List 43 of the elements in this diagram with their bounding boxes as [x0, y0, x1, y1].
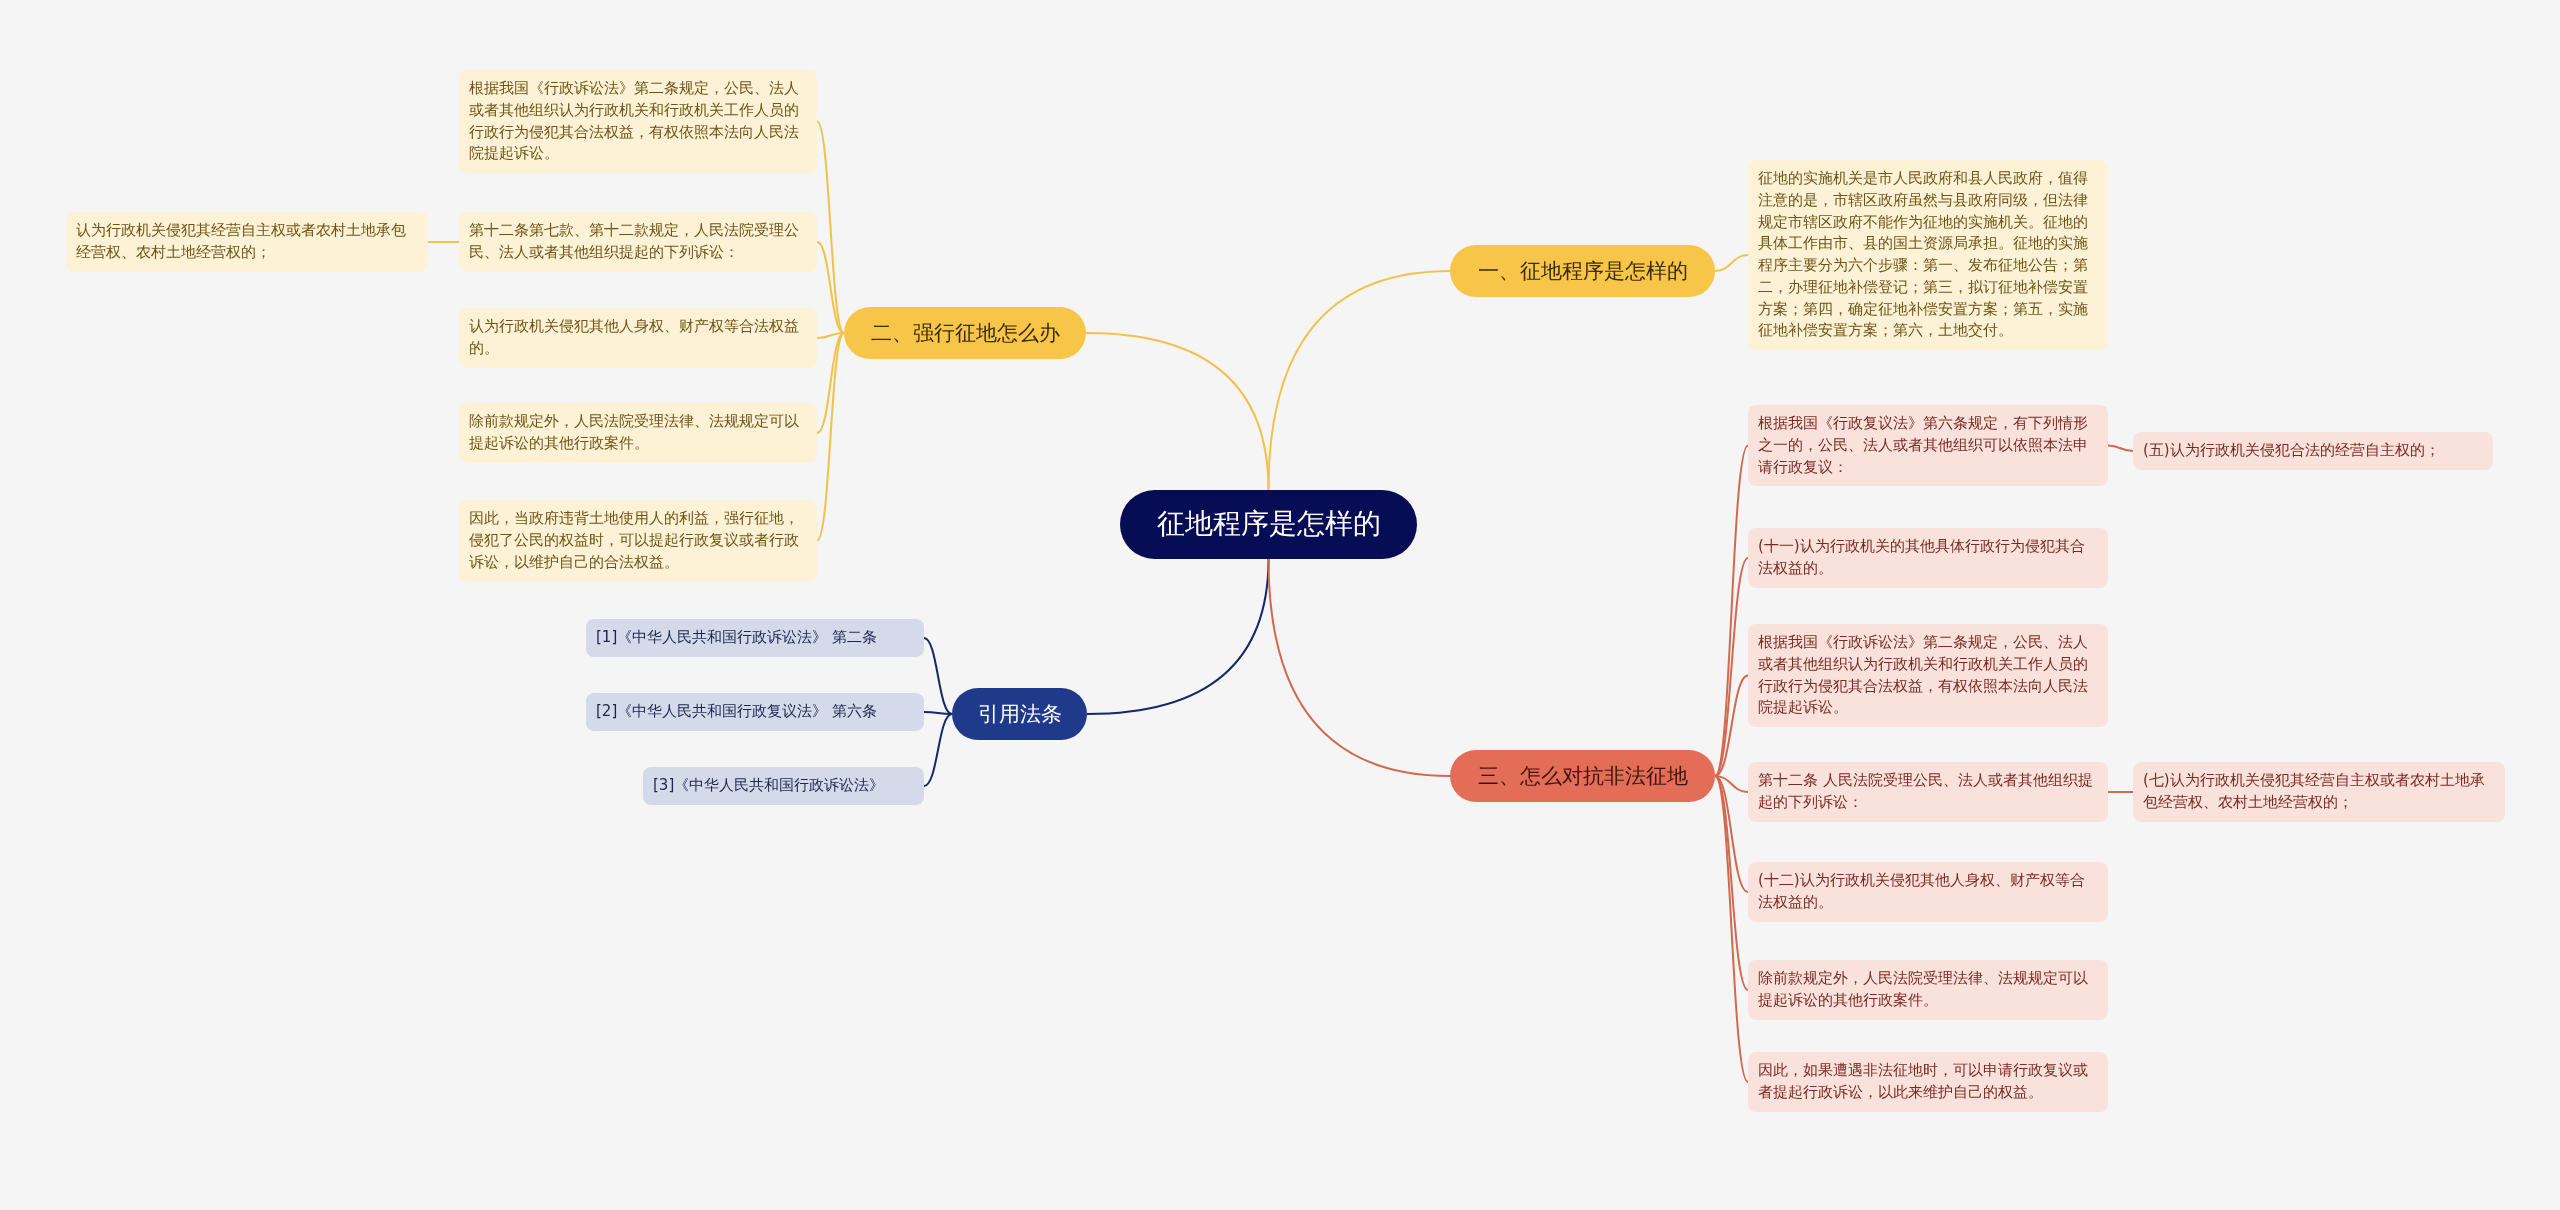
branch-topic: 引用法条 — [952, 688, 1087, 741]
connector-line — [1267, 558, 1451, 777]
note-card: 根据我国《行政诉讼法》第二条规定，公民、法人或者其他组织认为行政机关和行政机关工作人员的行政行为侵犯其合法权益，有权依照本法向人民法院提起诉讼。 — [459, 70, 817, 173]
connector-line — [816, 120, 845, 334]
note-card: (十二)认为行政机关侵犯其他人身权、财产权等合法权益的。 — [1748, 862, 2108, 922]
connector-line — [2107, 444, 2134, 452]
connector-line — [2107, 791, 2134, 793]
note-card: 根据我国《行政诉讼法》第二条规定，公民、法人或者其他组织认为行政机关和行政机关工作人员的行政行为侵犯其合法权益，有权依照本法向人民法院提起诉讼。 — [1748, 624, 2108, 727]
reference-card: [3]《中华人民共和国行政诉讼法》 — [643, 767, 924, 805]
note-card: 第十二条第七款、第十二款规定，人民法院受理公民、法人或者其他组织提起的下列诉讼： — [459, 212, 817, 272]
note-card: 因此，如果遭遇非法征地时，可以申请行政复议或者提起行政诉讼，以此来维护自己的权益。 — [1748, 1052, 2108, 1112]
note-card: 征地的实施机关是市人民政府和县人民政府，值得注意的是，市辖区政府虽然与县政府同级，但法律规定市辖区政府不能作为征地的实施机关。征地的具体工作由市、县的国土资源局承担。征地的实施程序主要分为六个步骤：第一、发布征地公告；第二，办理征地补偿登记；第三，拟订征地补偿安置方案；第四，确定征地补偿安置方案；第五，实施征地补偿安置方案；第六，土地交付。 — [1748, 160, 2108, 350]
connector-line — [1267, 270, 1451, 491]
connector-line — [427, 241, 460, 243]
connector-line — [923, 713, 953, 787]
connector-line — [1714, 444, 1749, 777]
connector-line — [923, 637, 953, 715]
connector-line — [1714, 775, 1749, 1083]
note-card: 除前款规定外，人民法院受理法律、法规规定可以提起诉讼的其他行政案件。 — [459, 403, 817, 463]
connector-line — [1086, 558, 1270, 715]
note-card: (五)认为行政机关侵犯合法的经营自主权的； — [2133, 432, 2493, 470]
note-card: (十一)认为行政机关的其他具体行政行为侵犯其合法权益的。 — [1748, 528, 2108, 588]
note-card: 第十二条 人民法院受理公民、法人或者其他组织提起的下列诉讼： — [1748, 762, 2108, 822]
connector-line — [816, 241, 845, 334]
branch-topic: 一、征地程序是怎样的 — [1450, 245, 1715, 298]
connector-line — [1714, 557, 1749, 777]
connector-line — [816, 332, 845, 434]
note-card: (七)认为行政机关侵犯其经营自主权或者农村土地承包经营权、农村土地经营权的； — [2133, 762, 2505, 822]
connector-line — [1714, 254, 1749, 272]
reference-card: [2]《中华人民共和国行政复议法》 第六条 — [586, 693, 924, 731]
note-card: 根据我国《行政复议法》第六条规定，有下列情形之一的，公民、法人或者其他组织可以依照本法申请行政复议： — [1748, 405, 2108, 487]
reference-card: [1]《中华人民共和国行政诉讼法》 第二条 — [586, 619, 924, 657]
note-card: 因此，当政府违背土地使用人的利益，强行征地，侵犯了公民的权益时，可以提起行政复议或者行政诉讼，以维护自己的合法权益。 — [459, 500, 817, 582]
note-card: 除前款规定外，人民法院受理法律、法规规定可以提起诉讼的其他行政案件。 — [1748, 960, 2108, 1020]
note-card: 认为行政机关侵犯其经营自主权或者农村土地承包经营权、农村土地经营权的； — [66, 212, 428, 272]
connector-line — [816, 332, 845, 542]
connector-line — [816, 332, 845, 339]
connector-line — [1085, 332, 1270, 491]
connector-line — [1714, 674, 1749, 777]
branch-topic: 三、怎么对抗非法征地 — [1450, 750, 1715, 803]
central-topic: 征地程序是怎样的 — [1120, 490, 1417, 559]
note-card: 认为行政机关侵犯其他人身权、财产权等合法权益的。 — [459, 308, 817, 368]
branch-topic: 二、强行征地怎么办 — [844, 307, 1086, 360]
